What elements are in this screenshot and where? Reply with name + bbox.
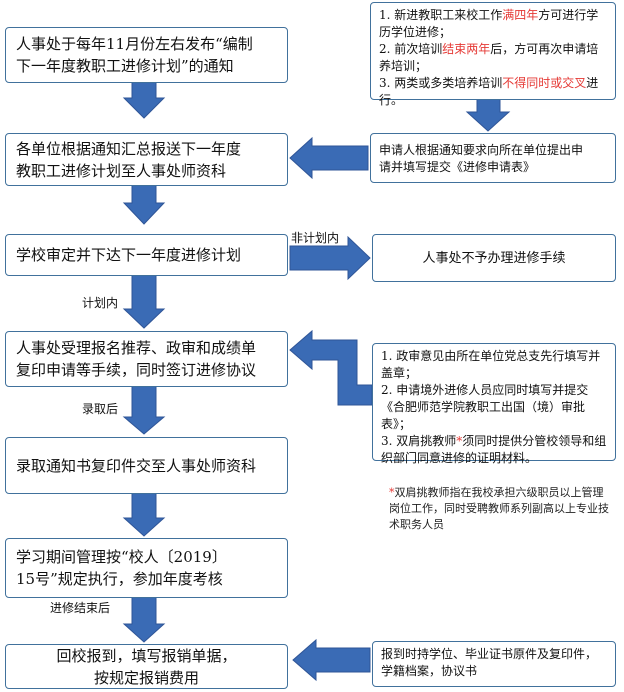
material-item-3: 3. 双肩挑教师*须同时提供分管校领导和组织部门同意进修的证明材料。 — [381, 434, 607, 465]
arrow-down-3 — [122, 273, 166, 329]
step-study-line1: 学习期间管理按“校人〔2019〕 — [16, 548, 227, 566]
no-plan-text: 人事处不予办理进修手续 — [422, 250, 566, 266]
step-approve-box: 学校审定并下达下一年度进修计划 — [5, 234, 288, 276]
step-return-box: 回校报到，填写报销单据， 按规定报销费用 — [5, 644, 288, 689]
arrow-left-apply — [289, 136, 369, 180]
step-process-box: 人事处受理报名推荐、政审和成绩单 复印申请等手续，同时签订进修协议 — [5, 331, 288, 387]
arrow-right-noplan — [289, 235, 371, 281]
footnote: *双肩挑教师指在我校承担六级职员以上管理岗位工作，同时受聘教师系列副高以上专业技… — [389, 485, 609, 533]
label-finished: 进修结束后 — [50, 601, 111, 615]
step-study-line2: 15号”规定执行，参加年度考核 — [16, 570, 223, 588]
no-plan-box: 人事处不予办理进修手续 — [372, 234, 616, 282]
footnote-star: * — [389, 486, 395, 499]
step-return-line1: 回校报到，填写报销单据， — [56, 646, 237, 665]
step-notice-line1: 人事处于每年11月份左右发布“编制 — [16, 35, 253, 53]
step-unit-submit-box: 各单位根据通知汇总报送下一年度 教职工进修计划至人事处师资科 — [5, 133, 288, 186]
arrow-down-req — [465, 97, 511, 132]
step-study-box: 学习期间管理按“校人〔2019〕 15号”规定执行，参加年度考核 — [5, 538, 288, 598]
requirements-box: 1. 新进教职工来校工作满四年方可进行学历学位进修； 2. 前次培训结束两年后，… — [370, 2, 616, 107]
arrow-left-return — [292, 638, 371, 682]
requirement-item-2: 2. 前次培训结束两年后，方可再次申请培养培训； — [379, 42, 599, 73]
arrow-down-5 — [122, 491, 166, 537]
return-docs-box: 报到时持学位、毕业证书原件及复印件， 学籍档案，协议书 — [372, 641, 616, 687]
label-non-plan: 非计划内 — [291, 231, 340, 245]
requirement-item-3-highlight: 不得同时或交叉 — [502, 76, 587, 90]
step-unit-submit-line2: 教职工进修计划至人事处师资科 — [16, 161, 227, 180]
label-in-plan: 计划内 — [82, 296, 119, 310]
step-notice-box: 人事处于每年11月份左右发布“编制 下一年度教职工进修计划”的通知 — [5, 27, 288, 83]
step-notice-line2: 下一年度教职工进修计划”的通知 — [16, 57, 234, 75]
application-line2: 请并填写提交《进修申请表》 — [379, 160, 536, 174]
application-box: 申请人根据通知要求向所在单位提出申 请并填写提交《进修申请表》 — [370, 133, 616, 183]
return-docs-line2: 学籍档案，协议书 — [381, 664, 478, 678]
return-docs-line1: 报到时持学位、毕业证书原件及复印件， — [381, 647, 598, 661]
arrow-down-1 — [122, 79, 166, 119]
step-admission-text: 录取通知书复印件交至人事处师资科 — [16, 456, 257, 475]
arrow-down-2 — [122, 183, 166, 225]
arrow-down-6 — [122, 595, 166, 643]
step-return-line2: 按规定报销费用 — [93, 668, 199, 687]
arrow-down-4 — [122, 384, 166, 435]
application-line1: 申请人根据通知要求向所在单位提出申 — [379, 143, 584, 157]
step-unit-submit-line1: 各单位根据通知汇总报送下一年度 — [16, 139, 242, 158]
step-process-line1: 人事处受理报名推荐、政审和成绩单 — [16, 339, 257, 357]
material-item-1: 1. 政审意见由所在单位党总支先行填写并盖章； — [381, 349, 601, 380]
label-admitted: 录取后 — [82, 402, 119, 416]
arrow-elbow-materials — [289, 329, 373, 406]
material-item-3-star: * — [456, 434, 463, 448]
step-approve-text: 学校审定并下达下一年度进修计划 — [16, 246, 242, 264]
footnote-text: 双肩挑教师指在我校承担六级职员以上管理岗位工作，同时受聘教师系列副高以上专业技术… — [389, 486, 609, 531]
material-item-2: 2. 申请境外进修人员应同时填写并提交《合肥师范学院教职工出国（境）审批表》； — [381, 383, 589, 431]
step-process-line2: 复印申请等手续，同时签订进修协议 — [16, 361, 257, 379]
requirement-item-2-highlight: 结束两年 — [442, 42, 491, 56]
requirement-item-1-highlight: 满四年 — [502, 8, 539, 22]
step-admission-box: 录取通知书复印件交至人事处师资科 — [5, 437, 288, 494]
materials-box: 1. 政审意见由所在单位党总支先行填写并盖章； 2. 申请境外进修人员应同时填写… — [372, 343, 616, 465]
requirement-item-3: 3. 两类或多类培养培训不得同时或交叉进行。 — [379, 76, 599, 107]
requirement-item-1: 1. 新进教职工来校工作满四年方可进行学历学位进修； — [379, 8, 599, 39]
